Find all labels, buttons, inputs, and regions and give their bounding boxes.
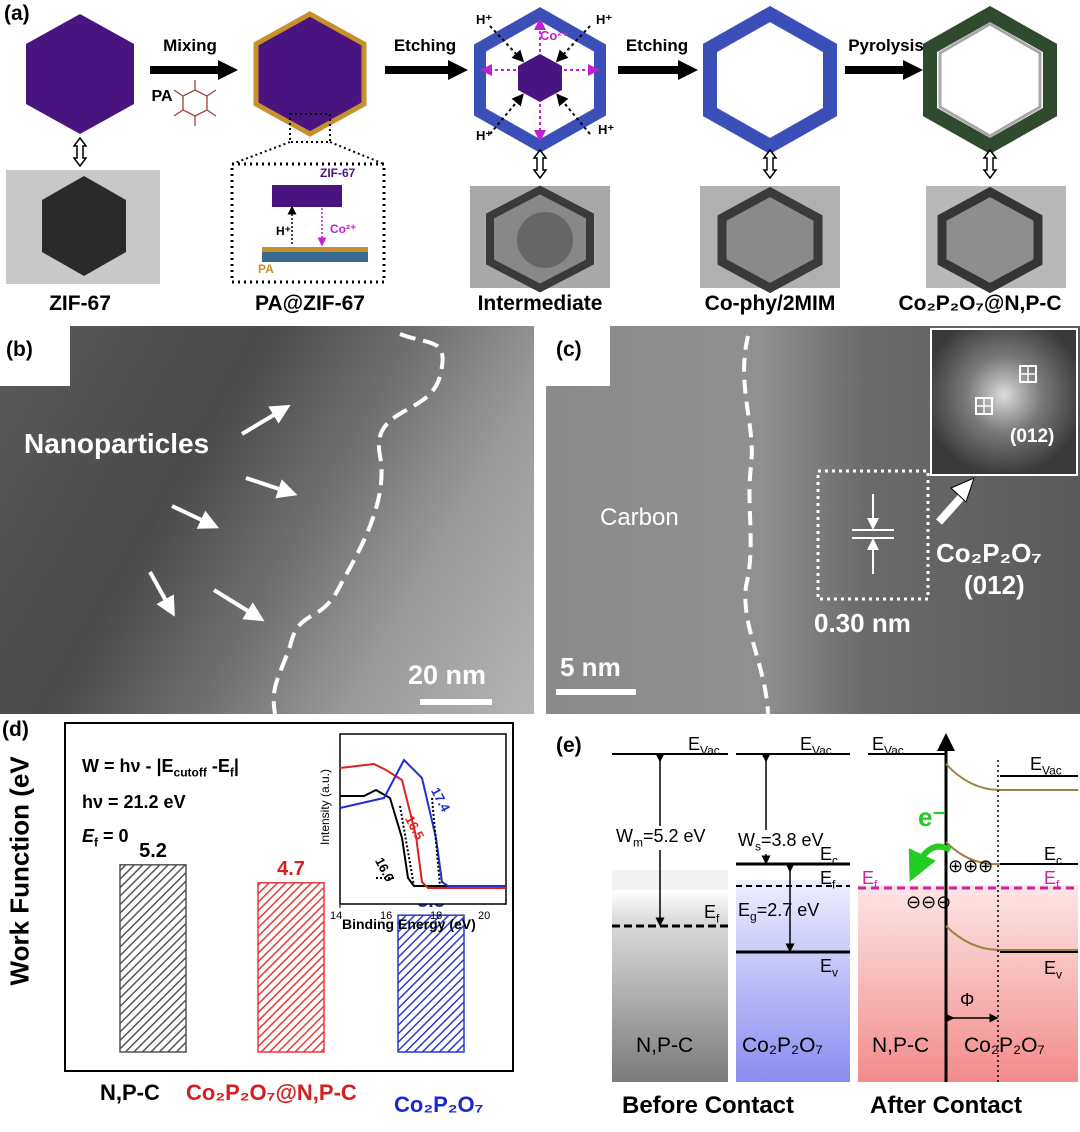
electron-label: e⁻ [918,802,947,832]
scale-bar-b: 20 nm [408,660,487,690]
ev-before: Ev [820,956,839,980]
panel-d-label: (d) [2,718,29,741]
x-label-cpo: Co₂P₂O₇ [394,1092,484,1117]
double-arrows [72,136,998,180]
bar-value-label-1: 4.7 [277,858,305,880]
bar-1 [257,882,325,1053]
curve-composite [339,762,506,889]
x-label-npc: N,P-C [100,1080,160,1105]
caption-pa-zif67: PA@ZIF-67 [255,292,365,315]
holes-symbols: ⊕⊕⊕ [948,856,994,876]
inset-co: Co²⁺ [330,222,357,236]
ef-npc: Ef [704,902,720,926]
chart-frame [64,722,514,1072]
npc-after-label: N,P-C [872,1034,930,1057]
step-etching-1: Etching [393,36,457,55]
cpo-before-label: Co₂P₂O₇ [742,1034,823,1057]
panel-a-scheme [6,5,1066,294]
after-contact-label: After Contact [870,1092,1023,1119]
inset-h: H⁺ [276,224,291,238]
nanoparticles-label: Nanoparticles [24,428,210,459]
inset-ylabel: Intensity (a.u.) [318,768,332,846]
phase-label: Co₂P₂O₇ [936,538,1042,568]
curve-npc [340,788,506,887]
evac-before-cpo: EVac [800,734,832,758]
work-function-chart: 5.24.73.8 [119,840,465,1053]
final-shell-inner [938,22,1042,138]
curve-cpo [339,758,506,887]
before-contact-label: Before Contact [622,1092,795,1119]
ion-h-1: H⁺ [476,12,493,27]
caption-co-phy: Co-phy/2MIM [704,292,836,315]
pa-zif67-hexagon [253,11,367,137]
caption-zif67: ZIF-67 [49,292,111,315]
eg-label: Eg=2.7 eV [738,900,820,924]
inset-pa: PA [258,262,274,276]
inset-tick-18: 18 [430,910,443,922]
ion-h-3: H⁺ [476,128,493,143]
ev-after: Ev [1044,958,1063,982]
intermediate-core [518,54,562,102]
ec-after: Ec [1044,844,1063,868]
pa-label: PA [151,88,173,105]
ups-inset-plot [339,733,507,908]
scale-bar-c: 5 nm [560,652,621,682]
step-pyrolysis: Pyrolysis [848,36,924,55]
ef-after-left: Ef [862,868,878,892]
plane-label: (012) [964,570,1025,600]
final-shell-outer [923,5,1057,155]
evac-after-left: EVac [872,734,904,758]
inset-tick-20: 20 [478,910,491,922]
equation-3: Ef = 0 [82,826,129,850]
panel-b-tem: Nanoparticles 20 nm [0,326,534,714]
evac-after-right: EVac [1030,754,1062,778]
intermediate-shell [474,7,606,153]
equation-1: W = hν - |Ecutoff -Ef| [82,756,239,780]
wm-label: Wm=5.2 eV [616,826,706,850]
y-axis-label: Work Function (eV [4,756,35,986]
lattice-spacing: 0.30 nm [814,608,911,638]
bar-value-label-0: 5.2 [139,840,167,862]
phi-label: Φ [960,990,975,1010]
bar-2 [397,914,465,1053]
ion-co: Co²⁺ [540,28,569,43]
step-etching-2: Etching [625,36,689,55]
electrons-symbols: ⊖⊖⊖ [906,892,952,912]
carbon-label: Carbon [600,504,679,531]
equation-2: hν = 21.2 eV [82,792,186,812]
panel-e-label: (e) [556,734,582,757]
panel-c-label: (c) [556,338,582,361]
panel-a-label: (a) [4,2,30,25]
inset-tick-14: 14 [330,910,343,922]
ec-before: Ec [820,844,839,868]
caption-intermediate: Intermediate [477,292,603,315]
inset-zif67: ZIF-67 [320,166,356,180]
ws-label: Ws=3.8 eV [738,830,824,854]
band-diagram [612,733,1078,1082]
pa-molecule-icon [173,80,217,126]
panel-b-label: (b) [6,338,33,361]
inset-tick-16: 16 [380,910,393,922]
step-mixing: Mixing [163,36,217,55]
zif67-hexagon [26,14,134,134]
fft-plane: (012) [1010,426,1055,447]
ef-before: Ef [820,868,836,892]
npc-before-label: N,P-C [636,1034,694,1057]
inset-xlabel: Binding Energy (eV) [342,916,476,932]
ion-h-4: H⁺ [598,122,615,137]
caption-final: Co₂P₂O₇@N,P-C [898,292,1062,315]
fft-inset: (012) [930,328,1078,476]
x-label-composite: Co₂P₂O₇@N,P-C [186,1080,357,1105]
co-phy-shell [703,5,837,155]
panel-c-tem: (012) Carbon 0.30 nm Co₂P₂O₇ (012) 5 nm [546,326,1080,714]
ef-after-right: Ef [1044,868,1060,892]
evac-before-npc: EVac [688,734,720,758]
bar-0 [119,864,187,1053]
cpo-after-label: Co₂P₂O₇ [964,1034,1045,1057]
ion-h-2: H⁺ [596,12,613,27]
